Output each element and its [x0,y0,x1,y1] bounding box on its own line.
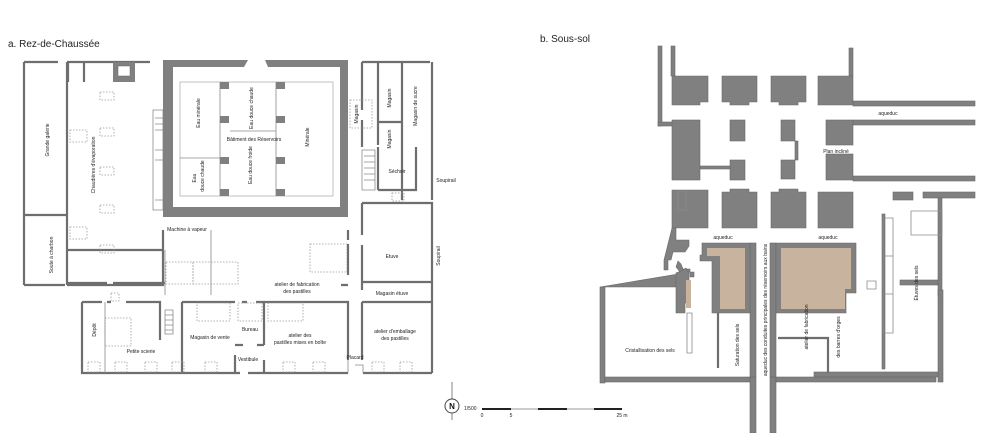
north-arrow-icon: N [444,382,460,420]
label-magasin-1: Magasin [354,104,360,123]
north-label: N [449,402,455,411]
label-magasin-3: Magasin [387,129,393,148]
scale-tick-25: 25 m [616,413,627,419]
label-atelier-boite-2: pastilles mises en boîte [274,340,326,346]
scale-tick-0: 0 [481,413,484,419]
label-atelier-emballage-1: atelier d'emballage [374,329,416,335]
plan-a-title: a. Rez-de-Chaussée [8,39,100,50]
label-saturation: Saturation des sels [735,323,741,366]
label-soupirail-1: Soupirail [436,178,455,184]
label-vestibule: Vestibule [238,357,259,363]
label-douce-chaude: douce chaude [200,160,206,192]
legend: N 1/500 0 5 25 m [444,382,628,420]
label-eau-douce-froide: Eau douce froide [248,146,254,184]
label-cristallisation: Cristallisation des sels [625,348,675,354]
label-eau: Eau [192,173,198,182]
label-atelier-fabrication-b: atelier de fabrication [804,304,810,349]
label-atelier-boite-1: atelier des [288,333,312,339]
label-bureau: Bureau [242,327,258,333]
label-soute-charbon: Soute à charbon [49,236,55,273]
label-chaudieres: Chaudières d'évaporation [91,136,97,193]
label-etuves-sels: Étuves des sels [913,265,920,301]
label-etuve: Etuve [386,254,399,260]
label-aqueduc-3: aqueduc [818,235,838,241]
label-atelier-fabrication-2: des pastilles [283,289,311,295]
label-minerale: Minérale [305,127,311,146]
scale-tick-5: 5 [510,413,513,419]
room-labels-b: aqueduc Plan incliné aqueduc aqueduc Cri… [625,111,920,376]
label-aqueduc-2: aqueduc [713,235,733,241]
plan-ground-floor: a. Rez-de-Chaussée Grande galerie Soute … [8,39,456,375]
label-eau-minerale: Eau minérale [196,98,202,128]
label-sechoir: Séchoir [389,169,406,175]
room-labels-a: Grande galerie Soute à charbon Chaudière… [45,86,456,363]
label-machine-vapeur: Machine à vapeur [167,227,207,233]
label-magasin-sucre: Magasin de sucre [413,86,419,126]
label-barres-dorge: des barres d'orges [836,316,842,358]
label-atelier-emballage-2: des pastilles [381,336,409,342]
label-magasin-vente: Magasin de vente [190,335,230,341]
label-soupirail-2: Soupirail [436,246,442,265]
label-grande-galerie: Grande galerie [45,123,51,156]
label-batiment-reservoirs: Bâtiment des Réservoirs [227,137,282,143]
label-atelier-fabrication-1: atelier de fabrication [274,282,319,288]
label-petite-scierie: Petite scierie [127,349,156,355]
label-magasin-2: Magasin [387,88,393,107]
scale-ratio: 1/500 [464,406,477,412]
scale-bar [482,408,622,410]
label-aqueduc-conduites: aqueduc des conduites principales des ré… [763,243,769,376]
label-placard: Placard [347,355,364,361]
plan-basement: b. Sous-sol [540,34,976,433]
label-plan-incline: Plan incliné [823,149,849,155]
label-magasin-etuve: Magasin étuve [376,291,409,297]
plan-b-title: b. Sous-sol [540,34,590,45]
label-depot: Dépôt [92,323,98,337]
label-aqueduc-1: aqueduc [878,111,898,117]
label-eau-douce-chaude: Eau douce chaude [249,87,255,129]
